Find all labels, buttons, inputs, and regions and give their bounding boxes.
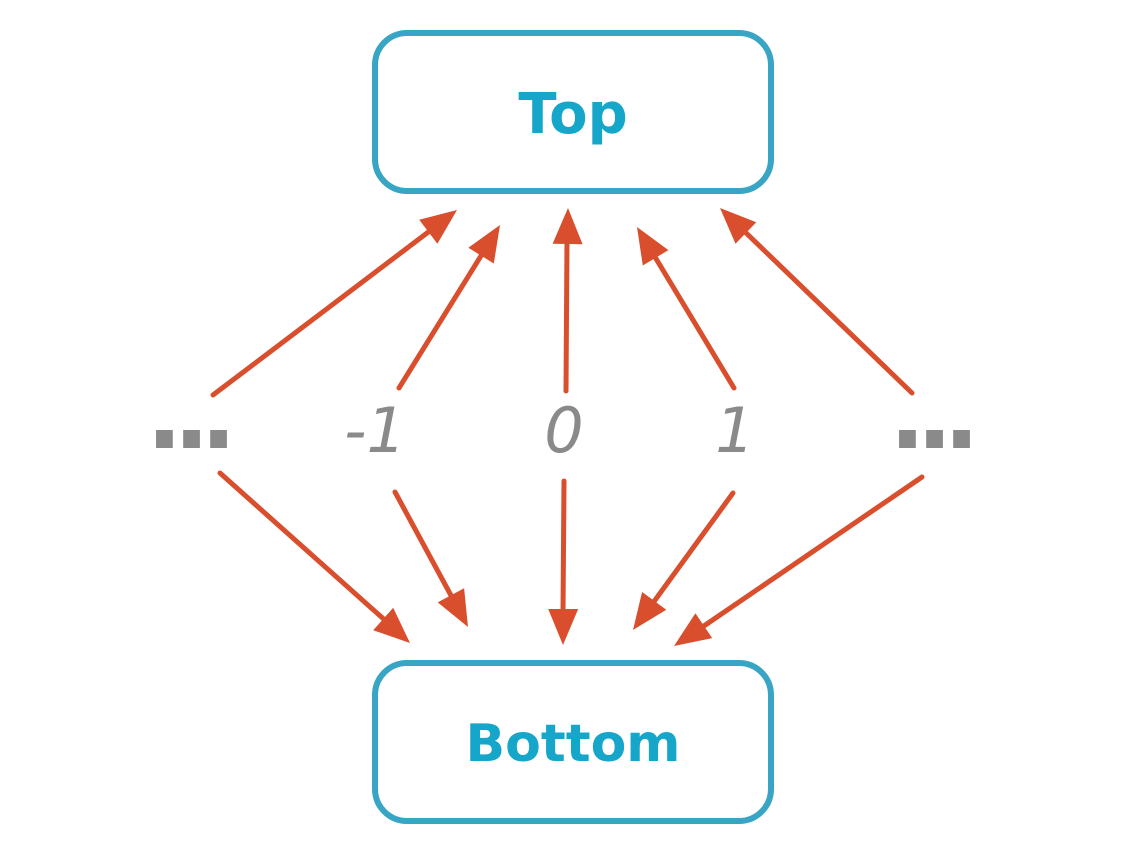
arrow-head — [552, 208, 583, 245]
bottom-node: Bottom — [372, 660, 774, 824]
arrow-shaft — [649, 249, 737, 391]
arrow-left-ellipsis-to-bottom — [217, 470, 410, 643]
arrows-to-bottom — [217, 470, 925, 646]
bottom-node-box — [372, 660, 774, 824]
arrow-shaft — [647, 490, 736, 610]
index-labels: ... -1 0 1 ... — [146, 361, 979, 471]
arrow-shaft — [563, 237, 570, 394]
arrow-shaft — [396, 248, 487, 391]
arrow-right-ellipsis-to-top — [720, 208, 915, 396]
index-label-neg-one: -1 — [344, 394, 406, 467]
arrow-zero-to-top — [552, 208, 583, 394]
arrow-head — [437, 588, 468, 627]
arrow-shaft — [695, 474, 925, 633]
arrow-right-ellipsis-to-bottom — [674, 474, 925, 646]
arrow-left-ellipsis-to-top — [210, 210, 457, 398]
arrow-shaft — [217, 470, 390, 625]
arrow-head — [720, 208, 757, 244]
index-label-left-ellipsis: ... — [146, 361, 227, 471]
index-label-one: 1 — [715, 394, 754, 467]
bottom-node-label: Bottom — [466, 714, 681, 774]
arrow-head — [633, 592, 667, 630]
arrow-head — [674, 613, 713, 646]
arrow-neg-one-to-bottom — [392, 489, 468, 627]
arrows-to-top — [210, 208, 915, 398]
top-node-label: Top — [518, 82, 627, 147]
arrow-zero-to-bottom — [548, 478, 579, 645]
arrow-head — [419, 210, 457, 244]
arrow-shaft — [392, 489, 457, 604]
arrow-neg-one-to-top — [396, 225, 500, 391]
arrow-shaft — [739, 226, 915, 396]
arrow-head — [468, 225, 500, 264]
arrow-one-to-top — [637, 227, 737, 391]
top-node-box — [372, 30, 774, 194]
index-label-zero: 0 — [544, 394, 583, 467]
arrow-shaft — [560, 478, 567, 616]
arrow-head — [373, 607, 410, 643]
arrow-shaft — [210, 227, 434, 398]
top-node: Top — [372, 30, 774, 194]
arrow-one-to-bottom — [633, 490, 736, 630]
arrow-head — [548, 609, 579, 645]
index-label-right-ellipsis: ... — [889, 361, 970, 471]
arrow-head — [637, 227, 669, 266]
